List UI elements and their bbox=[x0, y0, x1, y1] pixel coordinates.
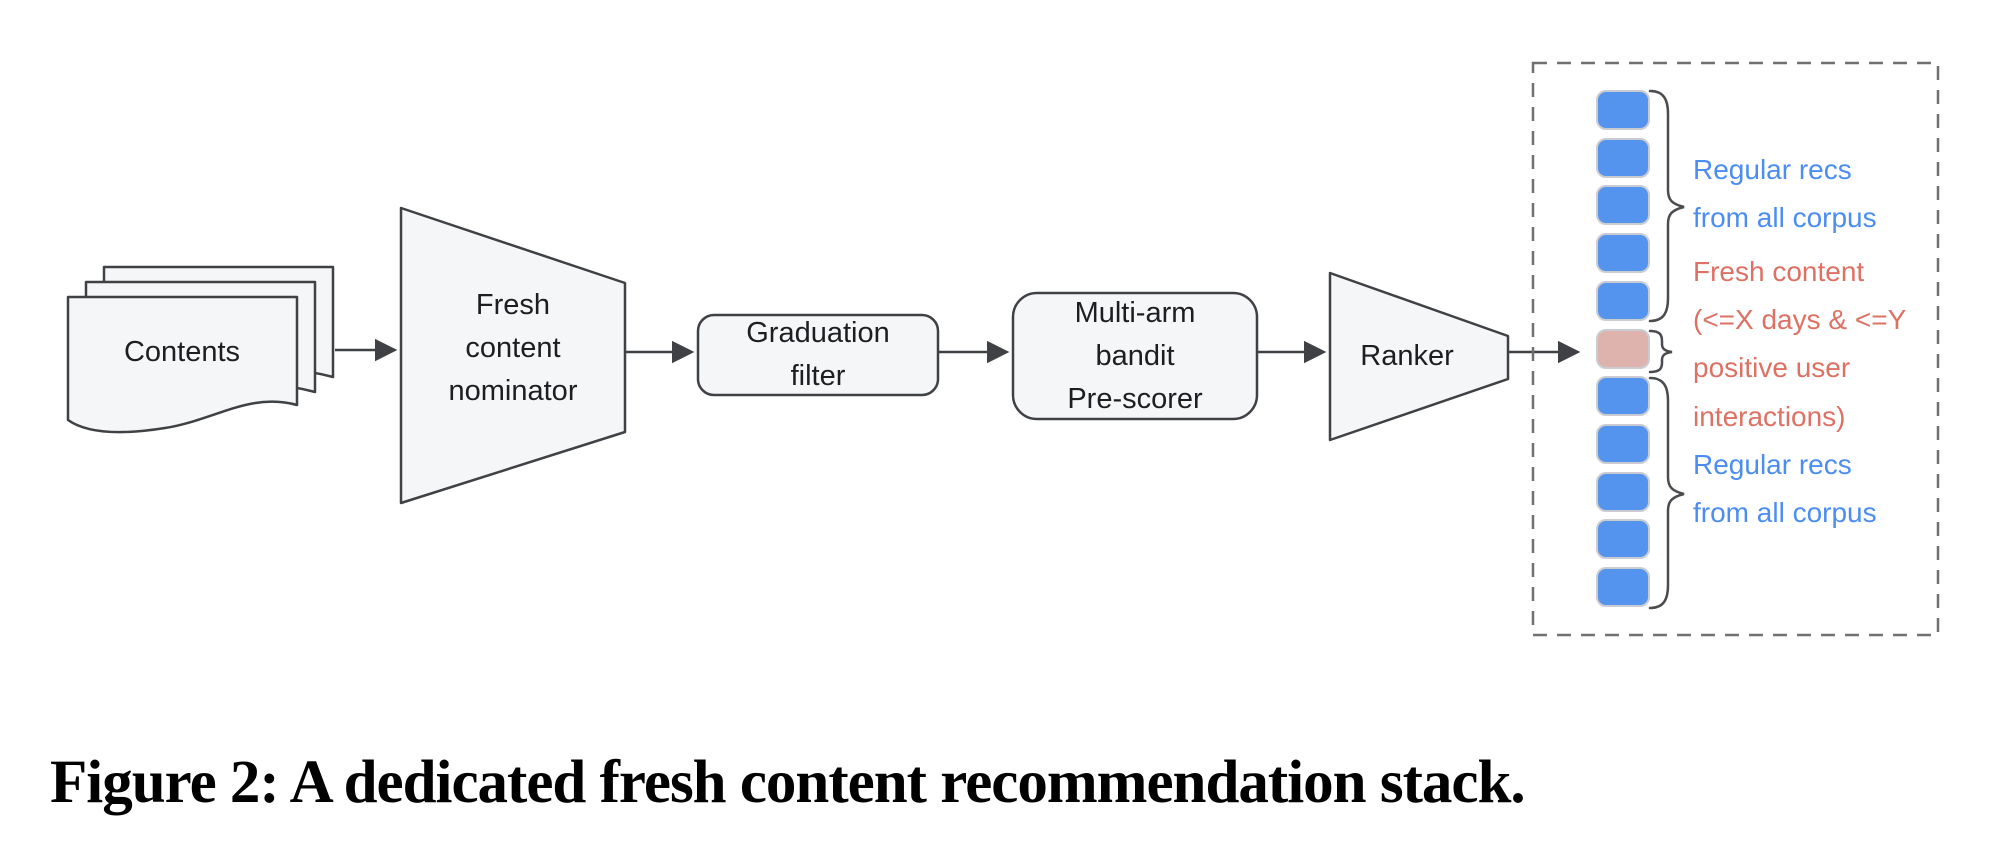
flow-arrows bbox=[335, 338, 1581, 364]
regular-rec-item bbox=[1596, 280, 1650, 321]
nominator-label: Fresh content nominator bbox=[401, 282, 625, 414]
braces bbox=[1648, 89, 1685, 610]
regular-rec-item bbox=[1596, 185, 1650, 226]
regular-rec-item bbox=[1596, 90, 1650, 130]
bandit-label-line1: Multi-arm bbox=[1074, 296, 1196, 329]
rec-list bbox=[1596, 0, 1650, 640]
figure-caption: Figure 2: A dedicated fresh content reco… bbox=[50, 749, 1526, 816]
brace-bottom-regular-recs bbox=[1648, 376, 1685, 610]
panel-label-fresh-content-2: (<=X days & <=Y bbox=[1693, 304, 1907, 335]
fresh-content-rec-item bbox=[1596, 328, 1650, 369]
nominator-shape bbox=[399, 206, 627, 505]
panel-label-regular-recs-bottom-2: from all corpus bbox=[1693, 497, 1877, 528]
graduation-filter-shape bbox=[696, 313, 940, 397]
bandit-prescorer-shape bbox=[1011, 291, 1259, 421]
ranker-label-text: Ranker bbox=[1360, 339, 1454, 372]
bandit-label-line3: Pre-scorer bbox=[1067, 382, 1203, 415]
bandit-prescorer-label: Multi-arm bandit Pre-scorer bbox=[1013, 292, 1257, 420]
contents-label: Contents bbox=[68, 299, 296, 405]
document-stack-shape bbox=[66, 265, 335, 434]
panel-label-regular-recs-top-1: Regular recs bbox=[1693, 154, 1852, 185]
regular-rec-item bbox=[1596, 137, 1650, 178]
regular-rec-item bbox=[1596, 471, 1650, 512]
regular-rec-item bbox=[1596, 233, 1650, 274]
document-page-front bbox=[66, 295, 299, 434]
output-panel-annotations: Regular recs from all corpus Fresh conte… bbox=[1693, 0, 1978, 640]
nominator-label-line2: content bbox=[465, 331, 561, 364]
bandit-label-line2: bandit bbox=[1095, 339, 1175, 372]
brace-fresh-content bbox=[1648, 329, 1673, 374]
output-panel-border bbox=[1531, 61, 1940, 637]
graduation-filter-label-line1: Graduation bbox=[746, 317, 890, 349]
regular-rec-item bbox=[1596, 519, 1650, 560]
regular-rec-item bbox=[1596, 376, 1650, 417]
nominator-label-line3: nominator bbox=[448, 374, 578, 407]
regular-rec-item bbox=[1596, 567, 1650, 607]
graduation-filter-label-line2: filter bbox=[790, 360, 846, 392]
ranker-label: Ranker bbox=[1328, 273, 1486, 439]
graduation-filter-label: Graduation filter bbox=[698, 313, 938, 397]
nominator-label-line1: Fresh bbox=[475, 288, 551, 321]
panel-label-fresh-content-4: interactions) bbox=[1693, 401, 1846, 432]
ranker-shape bbox=[1328, 271, 1510, 442]
panel-label-fresh-content-3: positive user bbox=[1693, 352, 1851, 383]
panel-label-regular-recs-top-2: from all corpus bbox=[1693, 202, 1877, 233]
panel-label-fresh-content-1: Fresh content bbox=[1693, 256, 1865, 287]
regular-rec-item bbox=[1596, 423, 1650, 464]
contents-label-text: Contents bbox=[123, 335, 241, 368]
panel-label-regular-recs-bottom-1: Regular recs bbox=[1693, 449, 1852, 480]
brace-top-regular-recs bbox=[1648, 89, 1685, 323]
